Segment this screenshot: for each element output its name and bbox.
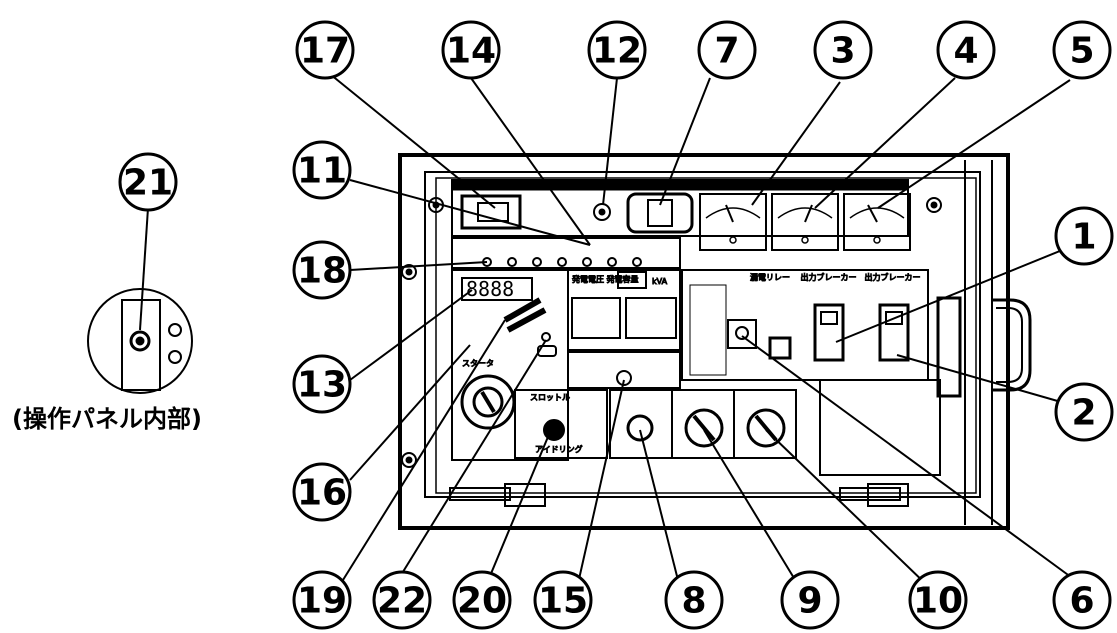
inset-panel-interior bbox=[87, 288, 193, 394]
callout-20: 20 bbox=[452, 570, 512, 630]
digital-display-13: 8888 bbox=[466, 277, 514, 301]
svg-text:8: 8 bbox=[681, 581, 706, 622]
svg-text:15: 15 bbox=[538, 581, 588, 622]
panel-housing bbox=[398, 153, 1032, 530]
kva-label: kVA bbox=[652, 277, 668, 286]
inset-caption: (操作パネル内部) bbox=[12, 405, 202, 433]
callout-4: 4 bbox=[936, 20, 996, 80]
capacity-label: 発電電圧 発電容量 bbox=[572, 274, 639, 284]
callout-3: 3 bbox=[813, 20, 873, 80]
svg-text:7: 7 bbox=[714, 31, 739, 72]
svg-text:19: 19 bbox=[297, 581, 347, 622]
svg-text:1: 1 bbox=[1071, 217, 1096, 258]
callout-10: 10 bbox=[908, 570, 968, 630]
svg-text:9: 9 bbox=[797, 581, 822, 622]
callout-17: 17 bbox=[295, 20, 355, 80]
svg-text:22: 22 bbox=[377, 581, 427, 622]
svg-text:20: 20 bbox=[457, 581, 507, 622]
callout-22: 22 bbox=[372, 570, 432, 630]
callout-5: 5 bbox=[1052, 20, 1112, 80]
relay-breaker-label: 漏電リレー 出力ブレーカー 出力ブレーカー bbox=[750, 272, 921, 282]
callout-2: 2 bbox=[1054, 382, 1114, 442]
meter-strip: 時 間 計 電 圧 計 電 流 計 周 波 数 計 bbox=[451, 179, 911, 251]
callout-8: 8 bbox=[664, 570, 724, 630]
svg-text:5: 5 bbox=[1069, 31, 1094, 72]
svg-text:14: 14 bbox=[446, 31, 496, 72]
callout-7: 7 bbox=[697, 20, 757, 80]
callout-9: 9 bbox=[780, 570, 840, 630]
idle-label: アイドリング bbox=[535, 444, 583, 454]
svg-text:3: 3 bbox=[830, 31, 855, 72]
svg-text:4: 4 bbox=[953, 31, 978, 72]
callout-19: 19 bbox=[292, 570, 352, 630]
callout-14: 14 bbox=[441, 20, 501, 80]
callout-13: 13 bbox=[292, 354, 352, 414]
svg-text:2: 2 bbox=[1071, 393, 1096, 434]
center-block: 発電電圧 発電容量 kVA bbox=[567, 269, 681, 389]
svg-text:13: 13 bbox=[297, 365, 347, 406]
warning-lamp-row bbox=[451, 237, 681, 269]
svg-text:10: 10 bbox=[913, 581, 963, 622]
callout-12: 12 bbox=[587, 20, 647, 80]
svg-text:18: 18 bbox=[297, 251, 347, 292]
callout-15: 15 bbox=[533, 570, 593, 630]
svg-text:21: 21 bbox=[123, 163, 173, 204]
frequency-meter-label: 周 波 数 計 bbox=[845, 180, 885, 190]
callout-1: 1 bbox=[1054, 206, 1114, 266]
callout-11: 11 bbox=[292, 140, 352, 200]
bottom-controls: スロットル アイドリング bbox=[514, 389, 797, 459]
svg-text:17: 17 bbox=[300, 31, 350, 72]
callouts: 17 14 12 7 3 4 5 21 11 1 18 13 2 16 19 2… bbox=[118, 20, 1114, 630]
leader-lines bbox=[139, 69, 1083, 589]
callout-18: 18 bbox=[292, 240, 352, 300]
svg-text:12: 12 bbox=[592, 31, 642, 72]
ammeter-label: 電 流 計 bbox=[780, 180, 809, 190]
svg-text:6: 6 bbox=[1069, 581, 1094, 622]
callout-6: 6 bbox=[1052, 570, 1112, 630]
voltmeter-label: 電 圧 計 bbox=[705, 180, 734, 190]
callout-16: 16 bbox=[292, 462, 352, 522]
hour-meter-label: 時 間 計 bbox=[470, 180, 499, 190]
relay-breaker-block: 漏電リレー 出力ブレーカー 出力ブレーカー bbox=[681, 269, 941, 476]
svg-text:11: 11 bbox=[297, 151, 347, 192]
svg-text:16: 16 bbox=[297, 473, 347, 514]
callout-21: 21 bbox=[118, 152, 178, 212]
throttle-label: スロットル bbox=[530, 393, 570, 402]
